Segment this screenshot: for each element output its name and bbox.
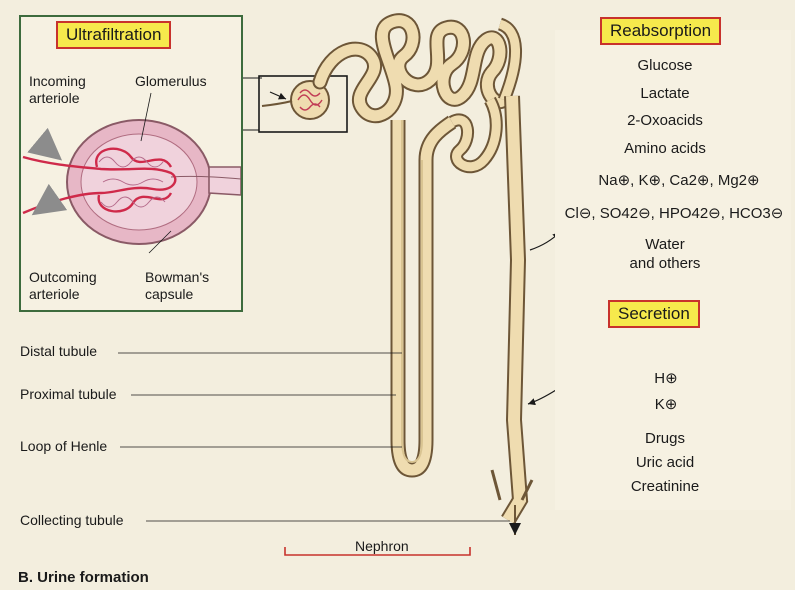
collecting-tubule-label: Collecting tubule (20, 512, 124, 528)
h-ion-text: H⊕ (636, 370, 696, 388)
figure-title: B. Urine formation (18, 569, 149, 586)
inflow-arrow (41, 143, 59, 158)
others-text: and others (590, 255, 740, 273)
anions-text: Cl⊖, SO42⊖, HPO42⊖, HCO3⊖ (556, 205, 792, 223)
lactate-text: Lactate (590, 85, 740, 103)
glomerulus-detail (21, 17, 241, 310)
ultrafiltration-label: Ultrafiltration (56, 21, 171, 49)
proximal-tubule-label: Proximal tubule (20, 386, 117, 402)
ultrafiltration-inset: Incoming arteriole Glomerulus Outcoming … (19, 15, 243, 312)
distal-tubule (452, 100, 496, 167)
reabsorption-label: Reabsorption (600, 17, 721, 45)
drugs-text: Drugs (590, 430, 740, 448)
incoming-arteriole-label: Incoming arteriole (29, 73, 86, 107)
outcoming-arteriole-label: Outcoming arteriole (29, 269, 97, 303)
oxoacids-text: 2-Oxoacids (590, 112, 740, 130)
bowmans-capsule-label: Bowman's capsule (145, 269, 209, 303)
creatinine-text: Creatinine (590, 478, 740, 496)
k-ion-text: K⊕ (636, 396, 696, 414)
distal-tubule-label: Distal tubule (20, 343, 97, 359)
secretion-arrow (528, 390, 556, 404)
cations-text: Na⊕, K⊕, Ca2⊕, Mg2⊕ (566, 172, 792, 190)
glucose-text: Glucose (590, 57, 740, 75)
loop-of-henle (398, 120, 452, 470)
water-text: Water (590, 236, 740, 254)
glomerulus-label: Glomerulus (135, 73, 207, 90)
nephron-label: Nephron (355, 538, 409, 555)
uric-acid-text: Uric acid (590, 454, 740, 472)
amino-acids-text: Amino acids (590, 140, 740, 158)
loop-of-henle-label: Loop of Henle (20, 438, 107, 454)
secretion-label: Secretion (608, 300, 700, 328)
